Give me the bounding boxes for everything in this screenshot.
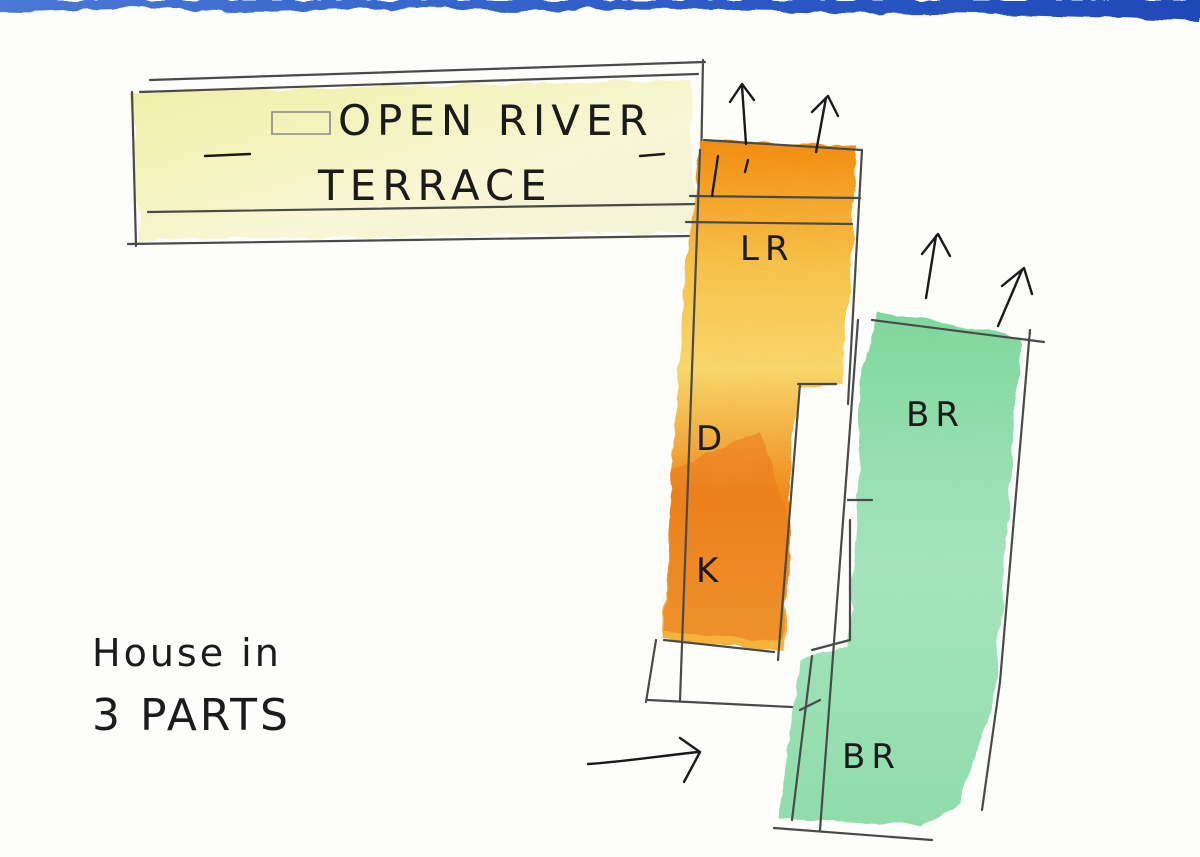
view-arrow-3-icon [922,234,950,298]
bedroom-block: BR BR [774,312,1044,840]
terrace-label-line2: TERRACE [317,161,553,210]
terrace-label-line1: OPEN RIVER [338,96,654,145]
bedroom-lower-label: BR [842,737,901,777]
caption-line1: House in [92,631,282,675]
view-arrow-2-icon [812,96,838,152]
caption-line2: 3 PARTS [92,690,291,741]
kitchen-label: K [696,551,724,591]
view-arrow-4-icon [998,268,1032,326]
entry-arrow-icon [588,738,700,782]
living-room-label: LR [740,229,795,269]
bedroom-upper-label: BR [906,395,965,435]
river-water-wash [0,0,1200,22]
view-arrow-1-icon [730,84,754,144]
sketch-caption: House in 3 PARTS [92,631,291,741]
terrace-block: OPEN RIVER TERRACE [128,60,705,246]
dining-label: D [696,419,728,459]
